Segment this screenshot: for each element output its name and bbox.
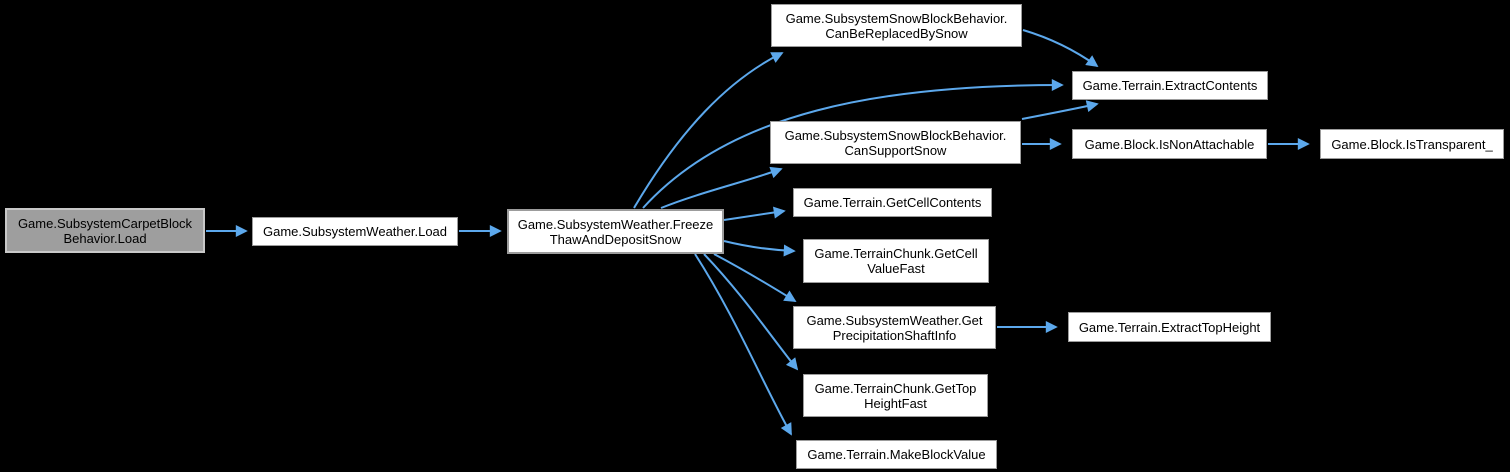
node-freeze-thaw[interactable]: Game.SubsystemWeather.Freeze ThawAndDepo… [507, 209, 724, 254]
node-label: CanBeReplacedBySnow [825, 25, 968, 41]
edge-freeze-thaw-to-get-cell-contents [723, 206, 786, 221]
node-get-cell-contents[interactable]: Game.Terrain.GetCellContents [793, 188, 992, 217]
node-get-top-height-fast[interactable]: Game.TerrainChunk.GetTop HeightFast [803, 374, 988, 417]
node-label: Game.SubsystemWeather.Get [806, 312, 983, 328]
node-label: HeightFast [864, 395, 927, 411]
node-label: Game.SubsystemWeather.Freeze [517, 216, 714, 232]
edge-can-support-snow-to-extract-contents [1021, 100, 1099, 120]
edge-freeze-thaw-to-get-precipitation-shaft-info [713, 253, 797, 302]
node-label: Game.Terrain.MakeBlockValue [807, 447, 986, 462]
edge-freeze-thaw-to-get-top-height-fast [703, 253, 799, 371]
node-label: Game.SubsystemSnowBlockBehavior. [785, 10, 1008, 26]
node-label: Game.TerrainChunk.GetTop [814, 380, 977, 396]
node-weather-load[interactable]: Game.SubsystemWeather.Load [252, 217, 458, 246]
edge-freeze-thaw-to-make-block-value [694, 253, 792, 436]
node-is-non-attachable[interactable]: Game.Block.IsNonAttachable [1072, 129, 1267, 159]
node-get-precipitation-shaft-info[interactable]: Game.SubsystemWeather.Get PrecipitationS… [793, 306, 996, 349]
node-label: Game.TerrainChunk.GetCell [814, 246, 978, 261]
node-label: Game.Block.IsTransparent_ [1331, 136, 1493, 152]
node-label: Game.Terrain.GetCellContents [803, 195, 982, 210]
edge-freeze-thaw-to-can-be-replaced-by-snow [633, 52, 784, 209]
node-can-support-snow[interactable]: Game.SubsystemSnowBlockBehavior. CanSupp… [770, 121, 1021, 164]
node-carpet-load: Game.SubsystemCarpetBlock Behavior.Load [5, 208, 205, 253]
node-label: ValueFast [867, 261, 925, 276]
node-label: ThawAndDepositSnow [549, 231, 682, 247]
node-label: Game.SubsystemSnowBlockBehavior. [784, 127, 1007, 143]
node-label: Game.SubsystemCarpetBlock [17, 215, 193, 231]
edge-can-be-replaced-by-snow-to-extract-contents [1022, 29, 1099, 68]
node-label: Game.Terrain.ExtractContents [1082, 78, 1258, 93]
edge-freeze-thaw-to-extract-contents [642, 79, 1064, 209]
edge-freeze-thaw-to-can-support-snow [660, 166, 783, 209]
edge-freeze-thaw-to-get-cell-value-fast [723, 240, 796, 257]
node-can-be-replaced-by-snow[interactable]: Game.SubsystemSnowBlockBehavior. CanBeRe… [771, 4, 1022, 47]
node-is-transparent[interactable]: Game.Block.IsTransparent_ [1320, 129, 1504, 159]
node-label: Game.Block.IsNonAttachable [1084, 136, 1255, 152]
node-label: PrecipitationShaftInfo [832, 327, 957, 343]
node-make-block-value[interactable]: Game.Terrain.MakeBlockValue [796, 440, 997, 469]
node-extract-top-height[interactable]: Game.Terrain.ExtractTopHeight [1068, 312, 1271, 342]
node-label: CanSupportSnow [844, 142, 947, 158]
node-label: Game.Terrain.ExtractTopHeight [1078, 319, 1261, 335]
node-label: Behavior.Load [63, 230, 147, 246]
node-extract-contents[interactable]: Game.Terrain.ExtractContents [1072, 71, 1268, 100]
node-get-cell-value-fast[interactable]: Game.TerrainChunk.GetCell ValueFast [803, 239, 989, 283]
node-label: Game.SubsystemWeather.Load [262, 224, 448, 239]
